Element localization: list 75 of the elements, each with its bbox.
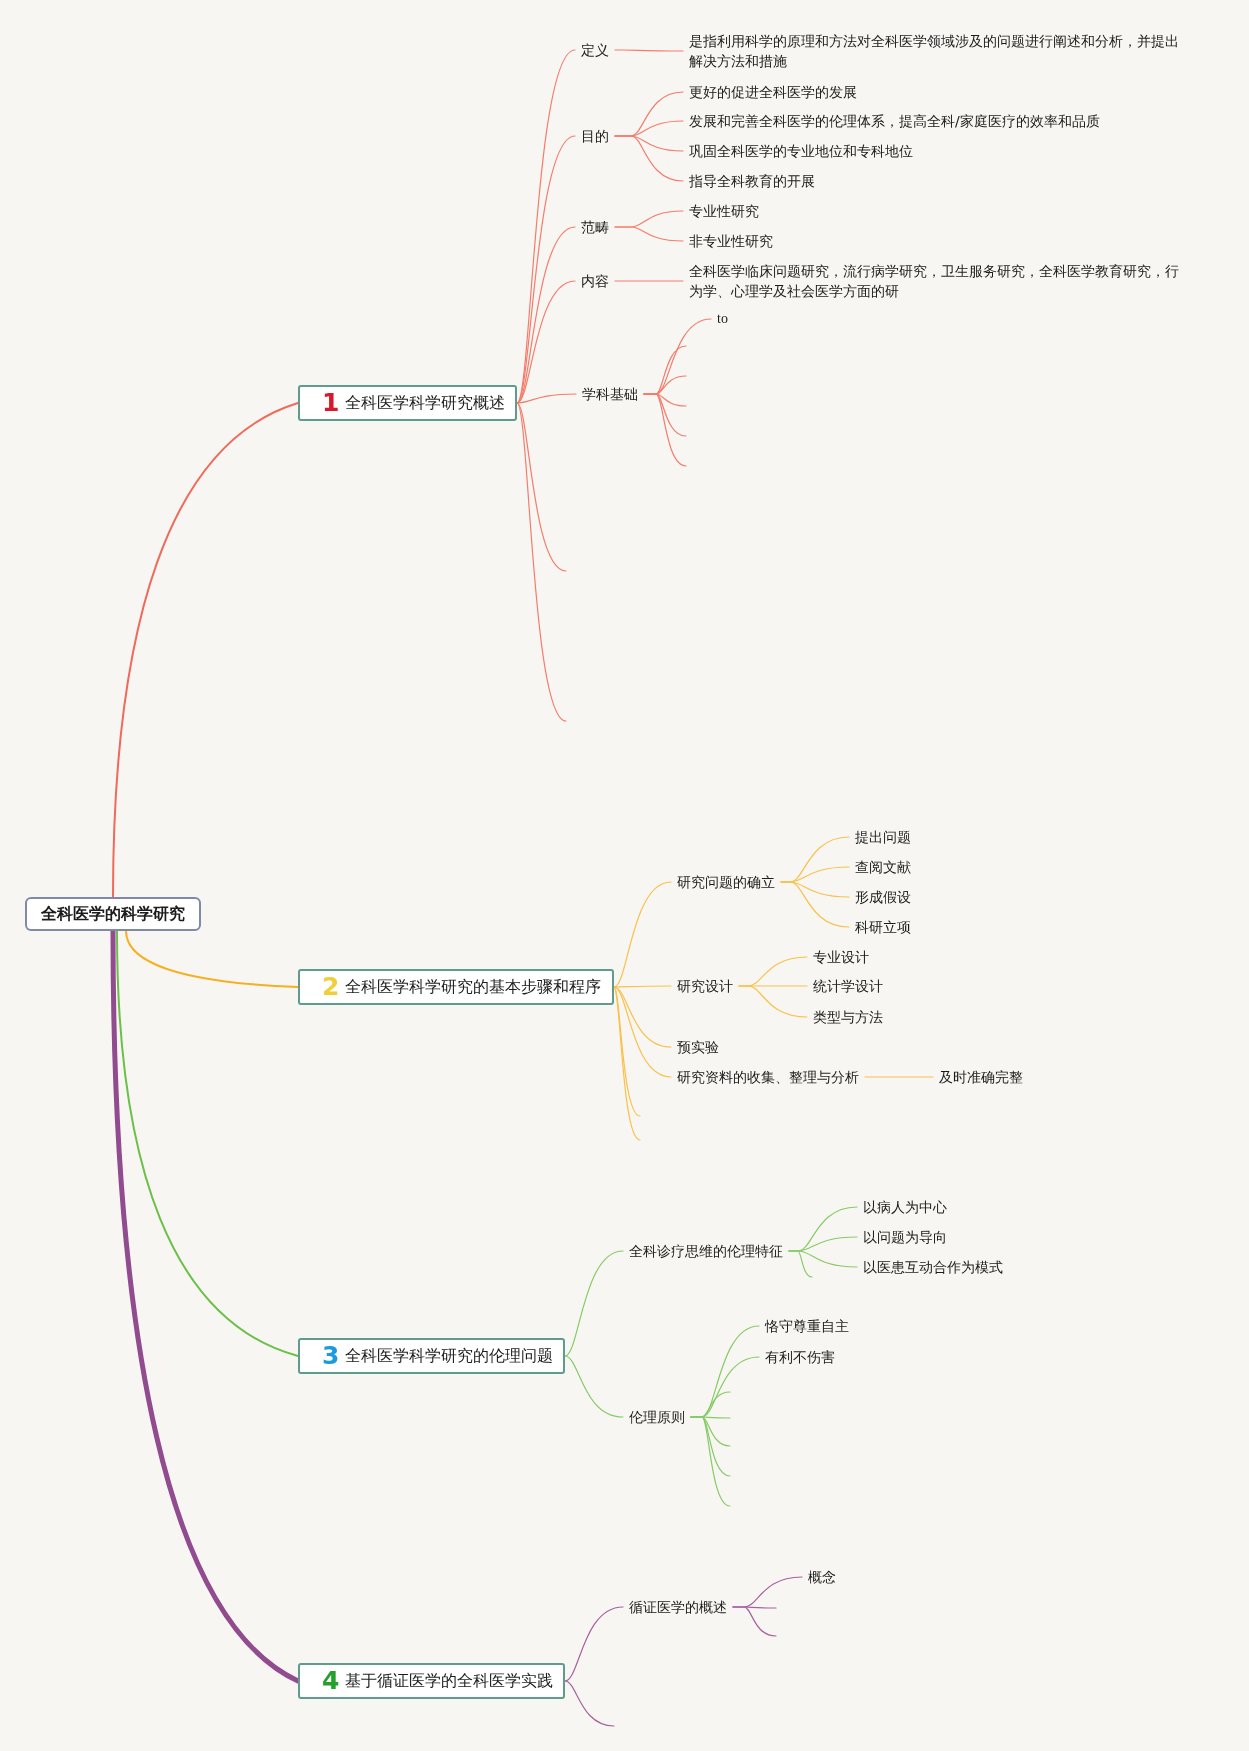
- subtopic-text: 更好的促进全科医学的发展: [683, 84, 863, 100]
- subtopic-text: 科研立项: [849, 919, 917, 935]
- subtopic-text: 有利不伤害: [759, 1349, 841, 1365]
- subtopic-text: 类型与方法: [807, 1009, 889, 1025]
- subtopic-text: 恪守尊重自主: [759, 1318, 855, 1334]
- branch-line: [690, 1416, 731, 1507]
- branch-line: [613, 986, 672, 1078]
- branch-line: [516, 280, 576, 404]
- topic-box: [298, 969, 614, 1005]
- branch-line: [613, 985, 672, 988]
- subtopic-text: 以病人为中心: [857, 1199, 953, 1215]
- topic-box: [298, 1338, 565, 1374]
- branch-line: [738, 985, 808, 1018]
- branch-line: [125, 930, 299, 988]
- branch-line: [780, 881, 850, 928]
- priority-number: 3: [322, 1343, 340, 1369]
- subtopic-text: 研究问题的确立: [671, 874, 781, 890]
- subtopic-text: 学科基础: [576, 386, 644, 402]
- topic-title: 全科医学科学研究的基本步骤和程序: [345, 977, 602, 997]
- branch-line: [516, 393, 577, 404]
- subtopic-text: 是指利用科学的原理和方法对全科医学领域涉及的问题进行阐述和分析，并提出解决方法和措施: [683, 31, 1189, 71]
- subtopic-text: 范畴: [575, 219, 615, 235]
- subtopic-text: 以医患互动合作为模式: [857, 1259, 1009, 1275]
- subtopic-text: 内容: [575, 273, 615, 289]
- branch-line: [516, 402, 567, 722]
- subtopic-text: 研究资料的收集、整理与分析: [671, 1069, 865, 1085]
- subtopic-text: 非专业性研究: [683, 233, 779, 249]
- subtopic-text: 专业设计: [807, 949, 875, 965]
- branch-line: [564, 1355, 624, 1418]
- branch-line: [732, 1606, 777, 1637]
- branch-line: [564, 1606, 624, 1682]
- topic-box: [298, 1663, 565, 1699]
- branch-line: [788, 1250, 813, 1278]
- subtopic-text: 循证医学的概述: [623, 1599, 733, 1615]
- branch-line: [116, 930, 299, 1357]
- topic-title: 全科医学科学研究概述: [345, 393, 506, 413]
- subtopic-text: 专业性研究: [683, 203, 765, 219]
- subtopic-text: 目的: [575, 128, 615, 144]
- priority-number: 4: [322, 1668, 340, 1694]
- subtopic-text: 及时准确完整: [933, 1069, 1029, 1085]
- subtopic-text: 全科诊疗思维的伦理特征: [623, 1243, 789, 1259]
- branch-line: [864, 1076, 934, 1078]
- branch-line: [613, 881, 672, 988]
- subtopic-text: 以问题为导向: [857, 1229, 953, 1245]
- subtopic-text: 定义: [575, 42, 615, 58]
- subtopic-text: 查阅文献: [849, 859, 917, 875]
- subtopic-text: 发展和完善全科医学的伦理体系，提高全科/家庭医疗的效率和品质: [683, 113, 1106, 129]
- topic-title: 基于循证医学的全科医学实践: [345, 1671, 554, 1691]
- subtopic-text: 提出问题: [849, 829, 917, 845]
- branch-line: [564, 1250, 624, 1357]
- subtopic-text: 伦理原则: [623, 1409, 691, 1425]
- priority-number: 1: [322, 390, 340, 416]
- branch-line: [643, 393, 687, 467]
- central-topic: 全科医学的科学研究: [25, 897, 201, 931]
- topic-box: [298, 385, 517, 421]
- subtopic-text: 预实验: [671, 1039, 725, 1055]
- subtopic-text: 概念: [802, 1569, 842, 1585]
- subtopic-text: 研究设计: [671, 978, 739, 994]
- subtopic-text: 统计学设计: [807, 978, 889, 994]
- branch-line: [614, 135, 684, 182]
- topic-title: 全科医学科学研究的伦理问题: [345, 1346, 554, 1366]
- branch-line: [516, 49, 576, 404]
- branch-line: [614, 49, 684, 52]
- branch-line: [613, 986, 641, 1141]
- subtopic-text: 指导全科教育的开展: [683, 173, 821, 189]
- subtopic-text: 形成假设: [849, 889, 917, 905]
- subtopic-text: 全科医学临床问题研究，流行病学研究，卫生服务研究，全科医学教育研究，行为学、心理学及社会医学方面的研: [683, 261, 1189, 301]
- priority-number: 2: [322, 974, 340, 1000]
- branch-line: [614, 226, 684, 242]
- branch-line: [564, 1680, 615, 1727]
- subtopic-text: to: [711, 311, 734, 327]
- branch-line: [614, 280, 684, 282]
- branch-line: [516, 402, 567, 572]
- branch-line: [112, 402, 299, 898]
- subtopic-text: 巩固全科医学的专业地位和专科地位: [683, 143, 919, 159]
